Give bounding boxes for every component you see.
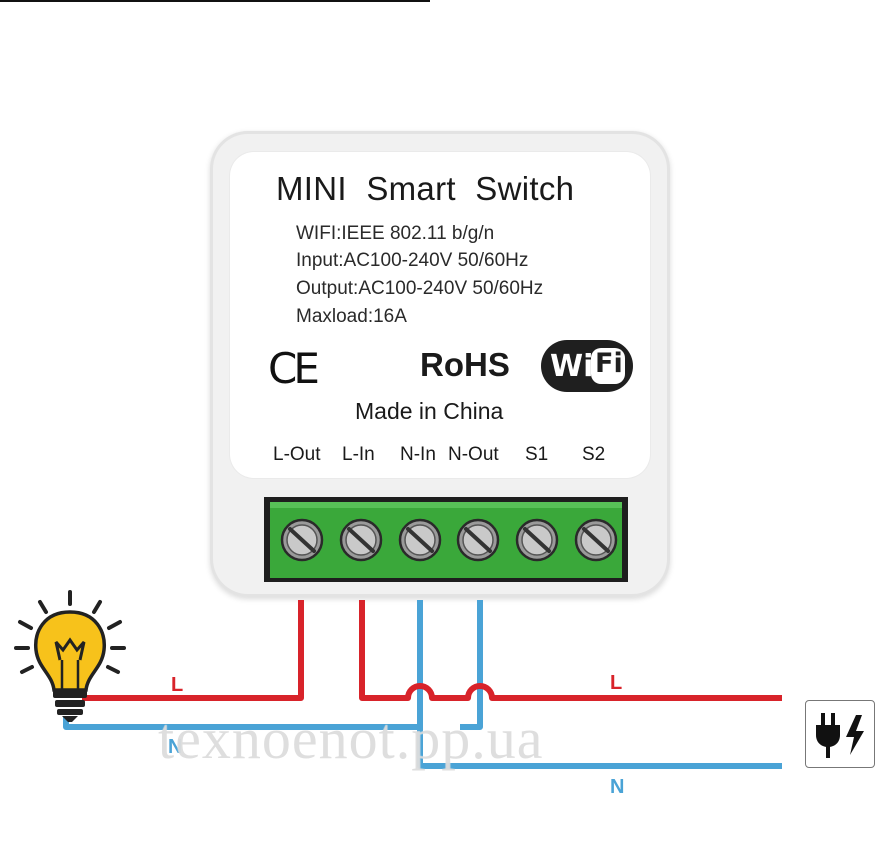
watermark-text: texnoenot.pp.ua <box>158 706 544 771</box>
terminal-label-n-out: N-Out <box>448 444 499 465</box>
live-wire-lamp <box>82 600 304 701</box>
terminal-block <box>264 497 628 582</box>
terminal-screw-l-in <box>339 518 383 562</box>
power-plug-icon <box>816 713 864 758</box>
wifi-logo: Wi Fi <box>541 340 633 392</box>
spec-maxload: Maxload:16A <box>296 306 407 327</box>
made-in-label: Made in China <box>355 398 504 424</box>
live-wire-supply <box>359 600 782 701</box>
neutral-wires <box>63 600 782 769</box>
neutral-wire-left <box>63 600 423 730</box>
terminal-screw-l-out <box>280 518 324 562</box>
power-plug-box <box>805 700 875 768</box>
wifi-logo-fi: Fi <box>595 348 623 379</box>
terminal-screw-n-out <box>456 518 500 562</box>
terminal-label-s2: S2 <box>582 444 606 465</box>
live-label-left: L <box>171 674 184 696</box>
terminal-label-s1: S1 <box>525 444 549 465</box>
neutral-label-left: N <box>168 736 183 758</box>
device-title: MINI Smart Switch <box>276 170 575 207</box>
neutral-wire-out <box>460 600 483 730</box>
spec-input: Input:AC100-240V 50/60Hz <box>296 250 529 271</box>
terminal-label-n-in: N-In <box>400 444 436 465</box>
terminal-screw-s1 <box>515 518 559 562</box>
rohs-mark: RoHS <box>420 346 510 383</box>
light-bulb-icon <box>14 590 126 722</box>
wifi-logo-wi: Wi <box>550 349 594 384</box>
device-label-panel <box>230 152 650 478</box>
spec-wifi: WIFI:IEEE 802.11 b/g/n <box>296 223 495 244</box>
terminal-screw-s2 <box>574 518 618 562</box>
neutral-label-right: N <box>610 776 625 798</box>
wifi-logo-fi-box: Fi <box>591 348 625 384</box>
ce-mark: CE <box>268 344 320 393</box>
terminal-block-highlight <box>270 502 622 508</box>
live-wires <box>82 600 782 701</box>
terminal-screw-n-in <box>398 518 442 562</box>
terminal-label-l-in: L-In <box>342 444 375 465</box>
neutral-wire-supply <box>417 727 782 769</box>
spec-output: Output:AC100-240V 50/60Hz <box>296 278 544 299</box>
top-border-line <box>0 0 430 2</box>
terminal-block-face <box>270 502 622 578</box>
live-label-right: L <box>610 672 623 694</box>
terminal-label-l-out: L-Out <box>273 444 321 465</box>
